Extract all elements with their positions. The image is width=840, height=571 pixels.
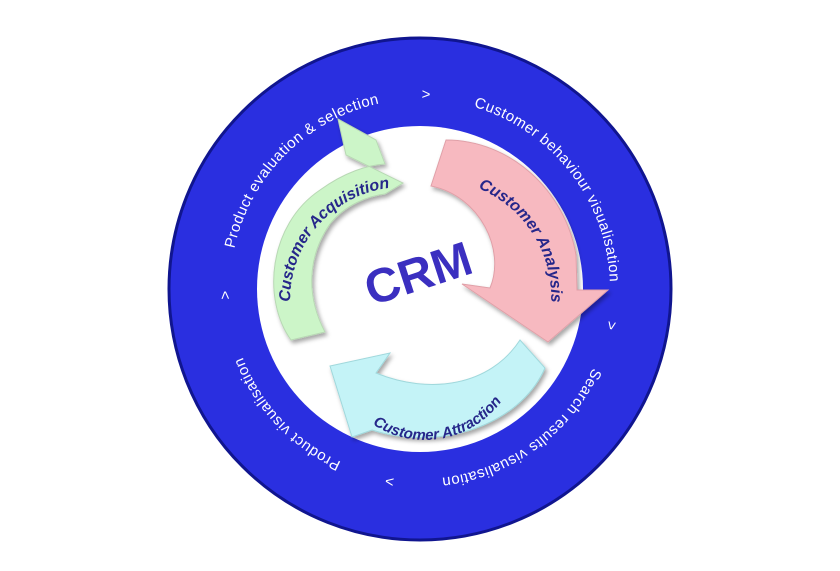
ring-separator: > [602,320,620,332]
arrow-customer-attraction [329,339,546,439]
arrow-customer-analysis [430,139,610,343]
arrow-customer-acquisition [273,118,405,341]
ring-separator: > [217,290,234,300]
ring-separator: > [421,86,431,103]
ring-separator: > [384,472,396,490]
